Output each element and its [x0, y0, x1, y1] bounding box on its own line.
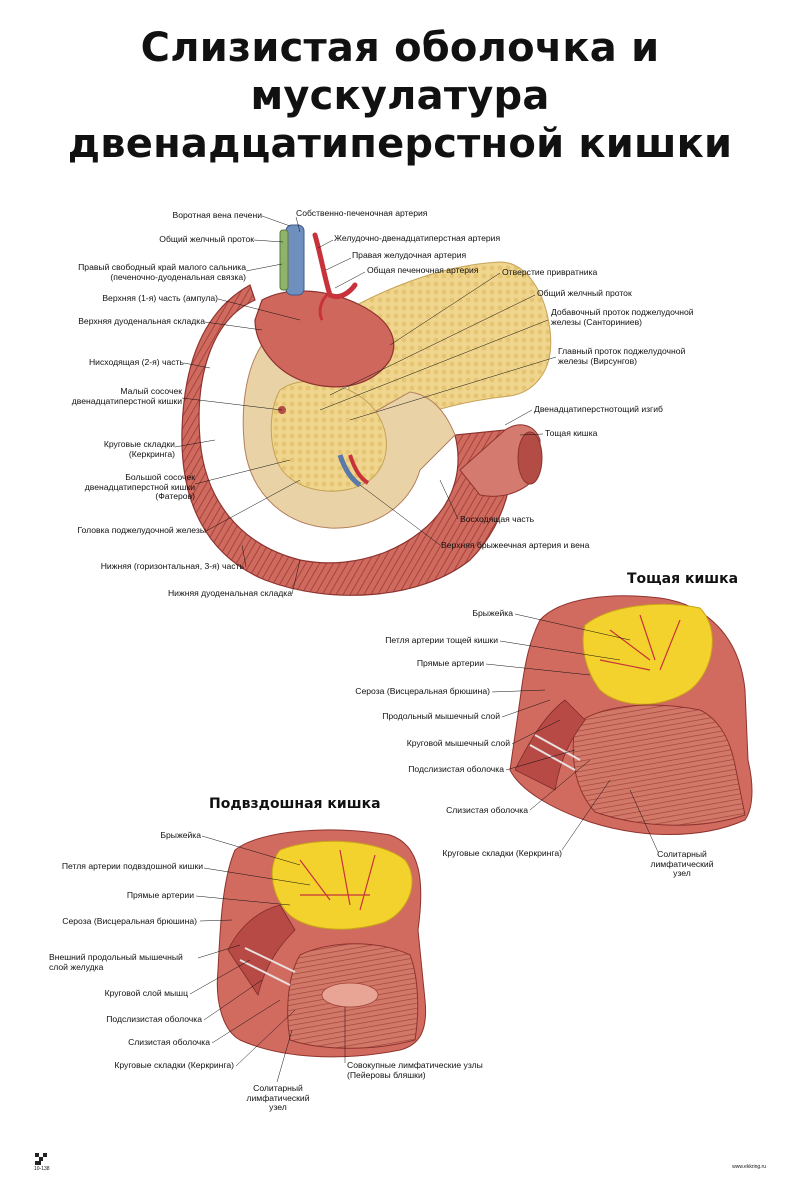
label-jejunum-mesentery: Брыжейка — [472, 608, 513, 618]
label-jejunum-vasa-recta: Прямые артерии — [416, 658, 484, 668]
label-major-papilla-line-2: двенадцатиперстной кишки — [84, 481, 195, 492]
label-ileum-serosa: Сероза (Висцеральная брюшина) — [62, 916, 197, 926]
label-inferior-duodenal-fold: Нижняя дуоденальная складка — [167, 588, 292, 598]
label-jejunum-mucosa: Слизистая оболочка — [446, 805, 528, 815]
portal-vein — [285, 224, 305, 296]
label-circular-folds-duodenum: Круговые складки (Керкринга) — [103, 439, 175, 459]
label-jejunum-duodenum: Тощая кишка — [545, 428, 598, 438]
ileum-title: Подвздошная кишка — [209, 796, 381, 812]
label-hepatoduodenal-ligament: Правый свободный край малого сальника (п… — [78, 262, 246, 282]
jejunum-leader-lines — [485, 613, 659, 853]
jejunum-layers — [514, 699, 586, 791]
jejunum-mesentery — [582, 603, 713, 705]
label-ileum-mucosa: Слизистая оболочка — [128, 1037, 210, 1047]
poster-code: 10-138 — [34, 1166, 50, 1172]
label-ileum-solitary-node-line-3: узел — [269, 1102, 287, 1113]
jejunum-title: Тощая кишка — [627, 571, 739, 587]
duodenum-leader-lines — [174, 215, 557, 595]
qr-code-icon — [35, 1153, 47, 1165]
label-ascending-part: Восходящая часть — [460, 514, 535, 524]
label-major-papilla-line-3: (Фатеров) — [155, 491, 195, 502]
label-jejunum-serosa: Сероза (Висцеральная брюшина) — [355, 686, 490, 696]
label-inferior-part: Нижняя (горизонтальная, 3-я) часть — [100, 561, 244, 571]
label-ileum-solitary-node-line-1: Солитарный — [253, 1083, 303, 1093]
label-main-pancreatic-duct: Главный проток поджелудочной железы (Вир… — [558, 346, 686, 366]
label-ileum-longitudinal-muscle-line-2: слой желудка — [49, 961, 104, 972]
label-superior-mesenteric-vessels: Верхняя брыжеечная артерия и вена — [441, 540, 590, 550]
label-jejunum-solitary-node-line-3: узел — [673, 868, 691, 879]
label-ileum-mesentery: Брыжейка — [160, 830, 201, 840]
label-minor-papilla: Малый сосочек двенадцатиперстной кишки — [71, 386, 182, 406]
ileum-illustration — [216, 829, 427, 1058]
label-superior-part: Верхняя (1-я) часть (ампула) — [102, 293, 218, 303]
label-common-bile-duct-left: Общий желчный проток — [159, 234, 254, 244]
label-main-pancreatic-duct-line-2: железы (Вирсунгов) — [558, 355, 638, 366]
label-accessory-pancreatic-duct: Добавочный проток поджелудочной железы (… — [551, 307, 694, 327]
label-pyloric-orifice: Отверстие привратника — [502, 267, 598, 277]
title-line-1: Слизистая оболочка и мускулатура — [140, 25, 660, 119]
label-major-papilla-line-1: Большой сосочек — [125, 472, 195, 482]
title-line-2: двенадцатиперстной кишки — [67, 121, 733, 167]
label-ileum-longitudinal-muscle-line-1: Внешний продольный мышечный — [49, 952, 183, 962]
label-descending-part: Нисходящая (2-я) часть — [88, 357, 184, 367]
pancreas-head — [270, 380, 387, 492]
label-main-pancreatic-duct-line-1: Главный проток поджелудочной — [558, 346, 686, 356]
label-ileum-solitary-node-line-2: лимфатический — [246, 1092, 310, 1103]
label-ileum-submucosa: Подслизистая оболочка — [106, 1014, 202, 1024]
label-ileum-circular-folds: Круговые складки (Керкринга) — [114, 1060, 234, 1070]
label-ileum-solitary-node: Солитарный лимфатический узел — [240, 1083, 316, 1113]
site-link[interactable]: www.ekkring.ru — [732, 1164, 766, 1170]
label-pancreas-head: Головка поджелудочной железы — [77, 525, 206, 535]
label-major-papilla: Большой сосочек двенадцатиперстной кишки… — [84, 472, 195, 502]
label-circular-folds-duodenum-line-1: Круговые складки — [103, 439, 175, 449]
jejunum-illustration — [509, 595, 753, 835]
label-peyer-patches-line-2: (Пейеровы бляшки) — [347, 1069, 426, 1080]
label-jejunum-solitary-node: Солитарный лимфатический узел — [650, 849, 714, 879]
label-peyer-patches-line-1: Совокупные лимфатические узлы — [347, 1060, 483, 1070]
peyer-patch — [321, 982, 379, 1008]
jejunum-mucosa — [572, 704, 746, 826]
ileum-leader-lines — [189, 835, 346, 1083]
label-jejunum-solitary-node-line-1: Солитарный — [657, 849, 707, 859]
label-proper-hepatic-artery: Собственно-печеночная артерия — [296, 208, 428, 218]
label-jejunum-circular-muscle: Круговой мышечный слой — [406, 738, 510, 748]
superior-mesenteric-vessels — [337, 454, 362, 488]
ileum-mesentery — [271, 840, 413, 930]
label-circular-folds-duodenum-line-2: (Керкринга) — [128, 448, 175, 459]
label-gastroduodenal-artery: Желудочно-двенадцатиперстная артерия — [334, 233, 501, 243]
label-accessory-pancreatic-duct-line-2: железы (Санториниев) — [551, 316, 642, 327]
label-ileal-arterial-arcade: Петля артерии подвздошной кишки — [61, 861, 203, 871]
label-minor-papilla-line-1: Малый сосочек — [120, 386, 182, 396]
label-hepatoduodenal-ligament-line-2: (печеночно-дуоденальная связка) — [110, 271, 246, 282]
label-common-bile-duct-right: Общий желчный проток — [537, 288, 632, 298]
label-jejunum-solitary-node-line-2: лимфатический — [650, 858, 714, 869]
label-hepatoduodenal-ligament-line-1: Правый свободный край малого сальника — [78, 262, 246, 272]
label-right-gastric-artery: Правая желудочная артерия — [352, 250, 467, 260]
label-peyer-patches: Совокупные лимфатические узлы (Пейеровы … — [347, 1060, 483, 1080]
label-ileum-longitudinal-muscle: Внешний продольный мышечный слой желудка — [49, 952, 183, 972]
label-jejunum-circular-folds: Круговые складки (Керкринга) — [442, 848, 562, 858]
label-jejunum-longitudinal-muscle: Продольный мышечный слой — [382, 711, 500, 721]
label-common-hepatic-artery: Общая печеночная артерия — [367, 265, 479, 275]
label-jejunal-arterial-arcade: Петля артерии тощей кишки — [385, 635, 498, 645]
hepatic-artery — [312, 232, 358, 300]
bile-duct — [279, 229, 289, 291]
label-accessory-pancreatic-duct-line-1: Добавочный проток поджелудочной — [551, 307, 694, 317]
poster-title: Слизистая оболочка и мускулатура двенадц… — [0, 24, 800, 168]
label-ileum-circular-muscle: Круговой слой мышц — [104, 988, 188, 998]
label-duodenojejunal-flexure: Двенадцатиперстнотощий изгиб — [534, 404, 663, 414]
label-portal-vein: Воротная вена печени — [172, 210, 263, 220]
ileum-layers — [227, 904, 296, 996]
label-jejunum-submucosa: Подслизистая оболочка — [408, 764, 504, 774]
label-superior-duodenal-fold: Верхняя дуоденальная складка — [78, 316, 205, 326]
label-minor-papilla-line-2: двенадцатиперстной кишки — [71, 395, 182, 406]
label-ileum-vasa-recta: Прямые артерии — [126, 890, 194, 900]
